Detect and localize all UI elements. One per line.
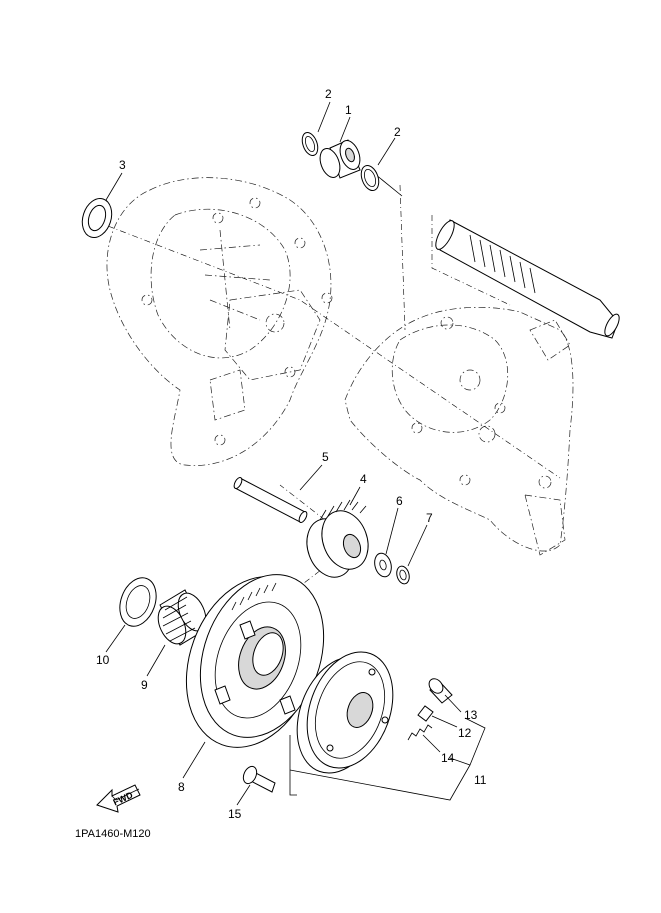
part-6-washer <box>374 552 392 578</box>
part-13-roller <box>428 678 453 704</box>
callout-8: 8 <box>178 780 185 794</box>
callout-13: 13 <box>464 708 478 722</box>
part-4-idler-gear <box>306 499 369 578</box>
callout-14: 14 <box>441 751 455 765</box>
part-14-spring <box>407 724 433 741</box>
callout-15: 15 <box>228 807 242 821</box>
part-1-bearing <box>319 139 361 179</box>
callout-4: 4 <box>360 472 367 486</box>
part-2-circlip-right <box>360 164 380 192</box>
part-5-idler-shaft <box>233 477 308 523</box>
part-12-plunger <box>417 705 434 722</box>
part-10-washer <box>119 577 157 627</box>
callout-9: 9 <box>141 678 148 692</box>
part-7-circlip <box>396 565 410 585</box>
callout-2-right: 2 <box>394 125 401 139</box>
left-crankcase-housing <box>106 177 333 466</box>
callout-6: 6 <box>396 494 403 508</box>
callout-leaders <box>105 101 462 806</box>
callout-2-left: 2 <box>325 87 332 101</box>
callout-11: 11 <box>474 773 487 787</box>
transmission-shaft <box>435 219 620 339</box>
part-9-needle-bearing <box>157 589 207 646</box>
right-crankcase-housing <box>344 307 574 556</box>
callout-1: 1 <box>345 103 352 117</box>
callout-labels: 1 2 2 3 4 5 6 7 8 9 10 11 12 13 14 15 <box>96 87 487 821</box>
part-15-bolt <box>242 765 276 793</box>
callout-5: 5 <box>322 450 329 464</box>
part-11-one-way-clutch <box>296 651 394 774</box>
forward-direction-arrow: FWD <box>96 784 141 813</box>
drawing-code: 1PA1460-M120 <box>75 828 151 840</box>
part-3-oil-seal <box>81 197 113 239</box>
callout-3: 3 <box>119 158 126 172</box>
callout-7: 7 <box>426 511 433 525</box>
callout-10: 10 <box>96 653 110 667</box>
assembly-leader-lines <box>107 169 561 796</box>
part-8-starter-wheel-gear <box>185 574 325 748</box>
assembly-11-bracket <box>289 717 486 801</box>
part-2-circlip-left <box>301 131 319 157</box>
callout-12: 12 <box>458 726 472 740</box>
